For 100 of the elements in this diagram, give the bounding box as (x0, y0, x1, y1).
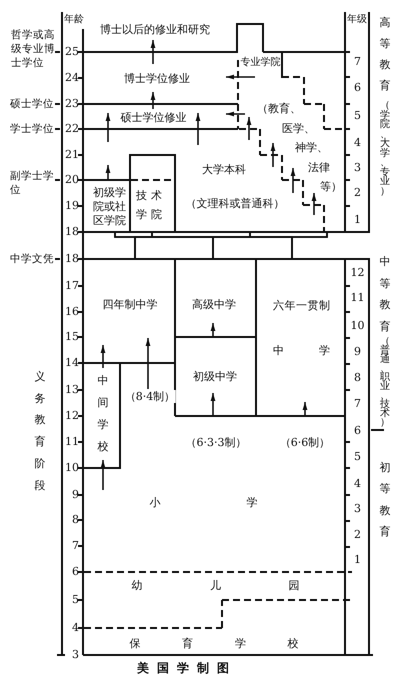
program-label: 大学本科 (201, 163, 247, 177)
arrow (146, 338, 150, 389)
grade-label: 1 (353, 553, 362, 567)
age-label: 16 (64, 305, 79, 319)
age-label: 18 (64, 225, 79, 239)
degree-label: 副学士学位 (10, 169, 54, 197)
degree-label: 中学文凭 (10, 252, 54, 266)
program-box (82, 362, 346, 573)
age-label: 25 (64, 45, 79, 59)
program-label: （教育、医学、神学、法律等） (256, 101, 343, 195)
stage-label: 高等教育 (380, 14, 390, 94)
grade-label: 9 (353, 345, 362, 359)
program-box (174, 336, 257, 417)
age-label: 21 (64, 148, 79, 162)
grade-label: 12 (350, 266, 366, 280)
arrow (150, 40, 156, 64)
grade-label: 8 (353, 371, 362, 385)
stage-label: （学院、大学、专业） (380, 101, 390, 196)
grade-label: 5 (353, 109, 362, 123)
grade-label: 10 (350, 319, 366, 333)
stage-label: 中等教育 (380, 254, 390, 336)
age-label: 6 (71, 565, 79, 579)
program-box (82, 51, 239, 105)
degree-label: 哲学或高级专业博士学位 (11, 28, 55, 70)
arrow (226, 74, 255, 80)
program-box (174, 258, 257, 338)
age-label: 12 (64, 409, 79, 423)
program-label: 博士以后的修业和研究 (99, 23, 211, 37)
program-label: 专业学院 (240, 56, 281, 69)
arrow (210, 393, 216, 416)
grade-label: 2 (353, 186, 362, 200)
age-label: 9 (71, 488, 79, 502)
arrow (312, 193, 316, 215)
grade-label: 5 (353, 450, 362, 464)
arrow (100, 460, 106, 490)
age-label: 13 (64, 383, 79, 397)
age-label: 20 (64, 173, 79, 187)
caption: 美国学制图 (137, 661, 238, 676)
grade-label: 6 (353, 81, 362, 95)
age-label: 10 (64, 461, 79, 475)
stage-label: （普通、职业、技术） (380, 337, 390, 427)
age-label: 3 (71, 648, 79, 662)
age-label: 14 (64, 356, 79, 370)
age-label: 23 (64, 97, 79, 111)
program-label: 初级学院或社区学院 (93, 186, 127, 228)
arrow (106, 165, 110, 180)
arrow (290, 168, 296, 193)
arrow (210, 323, 216, 337)
program-label: 四年制中学 (102, 298, 158, 312)
program-label: 保育学校 (130, 637, 298, 651)
program-box (82, 599, 353, 656)
stage-label: 初等教育 (380, 460, 390, 540)
program-label: 初级中学 (192, 370, 238, 384)
program-box (82, 571, 353, 629)
program-label: 高级中学 (191, 298, 237, 312)
stage-label: 义务教育阶段 (34, 369, 46, 494)
axis-title: 年龄 (64, 13, 84, 26)
grade-label: 6 (353, 424, 362, 438)
arrow (106, 113, 110, 142)
arrow (196, 113, 200, 145)
arrow (226, 112, 245, 116)
arrow (302, 402, 308, 416)
program-label: （文理科或普通科） (185, 197, 285, 211)
age-label: 24 (64, 71, 79, 85)
program-label: 中间学校 (98, 373, 108, 455)
program-label: 六年一贯制中学 (273, 298, 330, 358)
grade-label: 4 (353, 477, 362, 491)
arrow (150, 92, 156, 109)
arrow (270, 143, 276, 167)
age-label: 8 (71, 513, 79, 527)
arrow (100, 345, 106, 368)
arrow (246, 117, 252, 140)
grade-label: 2 (353, 528, 362, 542)
grade-label: 4 (353, 136, 362, 150)
age-label: 15 (64, 330, 79, 344)
degree-label: 硕士学位 (10, 97, 54, 111)
program-box (82, 103, 239, 130)
connector-line (291, 232, 328, 259)
program-label: 博士学位修业 (123, 72, 191, 86)
degree-label: 学士学位 (10, 122, 54, 136)
age-label: 7 (71, 539, 79, 553)
age-label: 4 (71, 621, 79, 635)
grade-label: 3 (353, 161, 362, 175)
program-label: 幼儿园 (132, 579, 300, 593)
program-box (82, 258, 176, 364)
program-label: 技术学院 (136, 188, 167, 223)
age-label: 5 (71, 593, 79, 607)
program-box (255, 258, 346, 417)
program-label: 小学 (150, 496, 258, 510)
axis-title: 年级 (347, 13, 367, 26)
grade-label: 3 (353, 502, 362, 516)
age-label: 19 (64, 199, 79, 213)
age-label: 11 (64, 435, 79, 449)
grade-label: 7 (353, 55, 362, 69)
program-label: 硕士学位修业 (120, 111, 188, 125)
grade-label: 1 (353, 213, 362, 227)
grade-label: 11 (350, 291, 366, 305)
age-label: 18 (64, 252, 79, 266)
age-label: 22 (64, 122, 79, 136)
age-label: 17 (64, 279, 79, 293)
